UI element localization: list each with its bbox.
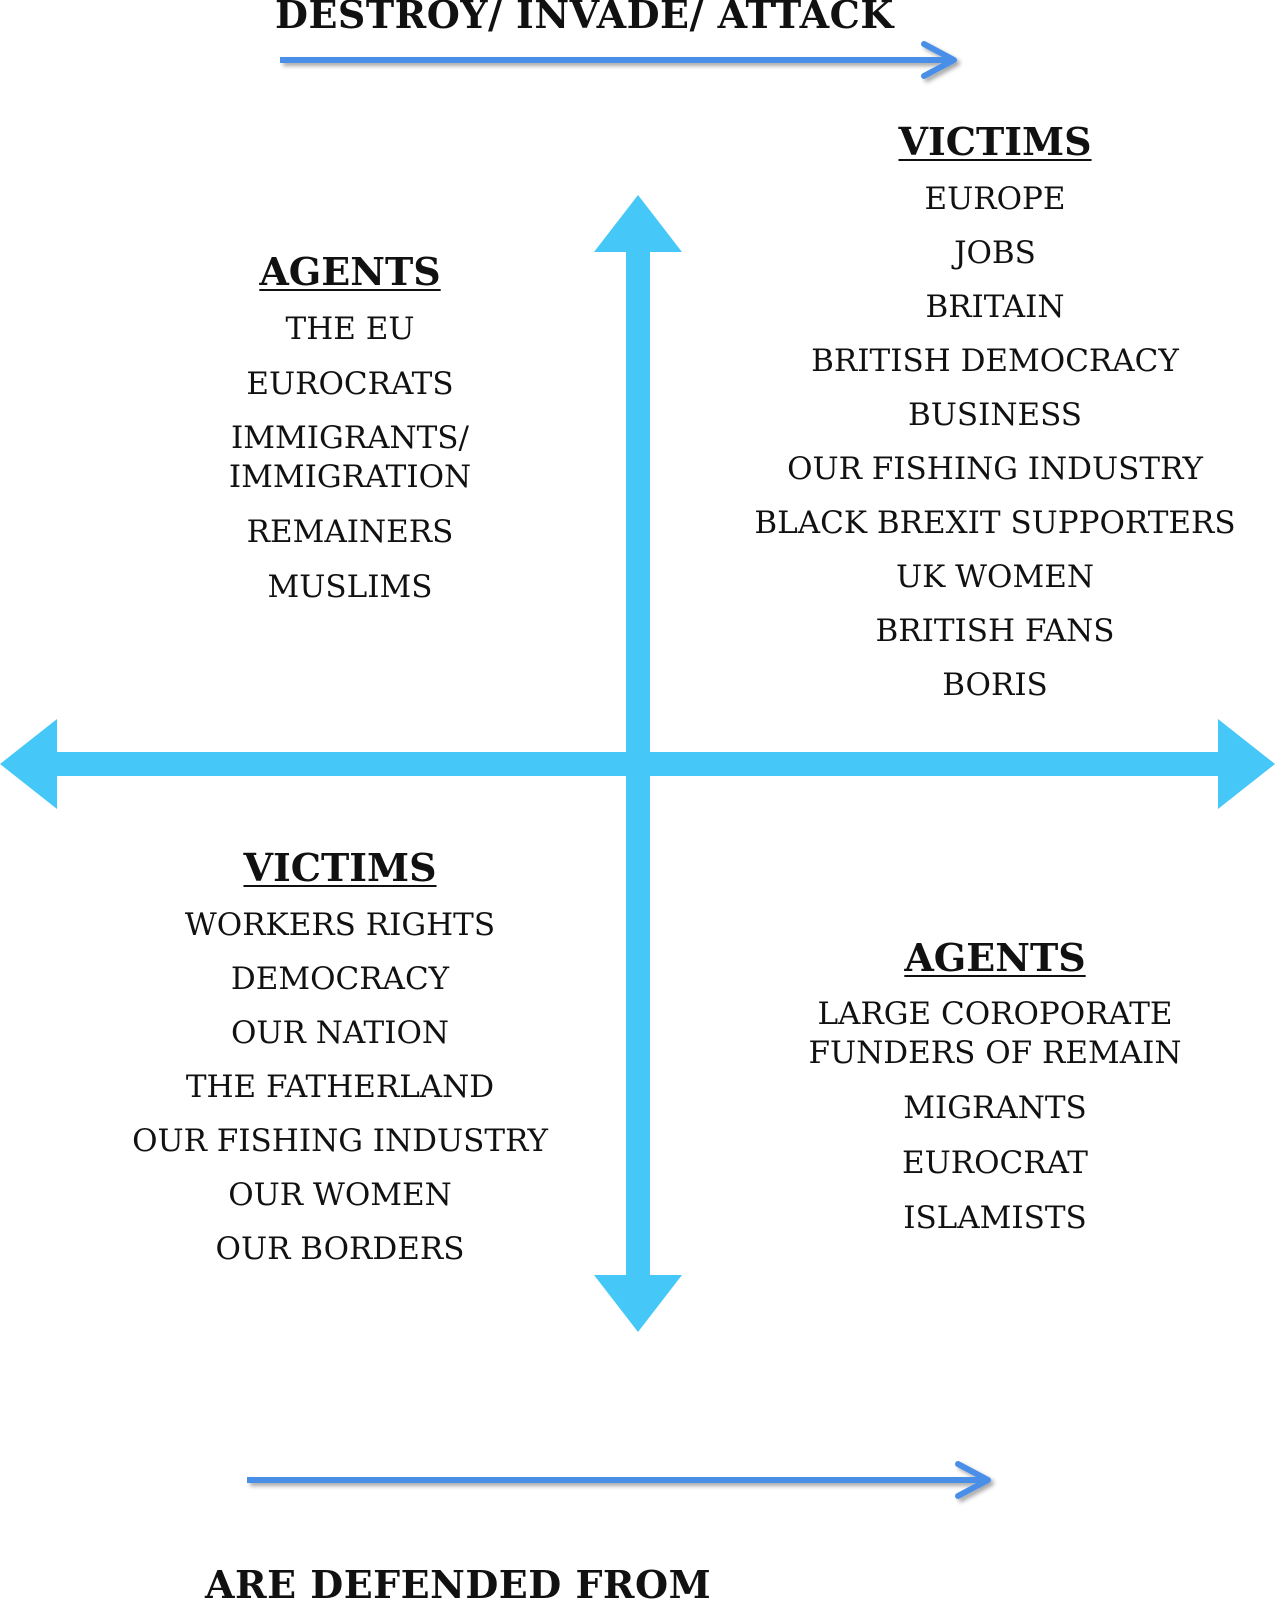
list-item: OUR FISHING INDUSTRY <box>132 1123 548 1159</box>
list-item: OUR WOMEN <box>228 1177 452 1213</box>
top-caption: DESTROY/ INVADE/ ATTACK <box>275 0 894 37</box>
quadrant-top-left: AGENTS THE EU EUROCRATS IMMIGRANTS/ IMMIGR… <box>150 250 550 622</box>
list-item: ISLAMISTS <box>903 1200 1087 1236</box>
quadrant-list: THE EU EUROCRATS IMMIGRANTS/ IMMIGRATION RE… <box>150 309 550 607</box>
horizontal-axis-arrow <box>0 719 1275 809</box>
quadrant-top-right: VICTIMS EUROPE JOBS BRITAIN BRITISH DEMOCRA… <box>715 120 1275 719</box>
list-item: EUROPE <box>924 181 1066 217</box>
bottom-caption: ARE DEFENDED FROM <box>205 1562 712 1607</box>
top-direction-arrow <box>280 41 957 79</box>
list-item: JOBS <box>954 235 1036 271</box>
quadrant-title: AGENTS <box>904 935 1086 980</box>
list-item: EUROCRATS <box>246 366 454 402</box>
bottom-direction-arrow <box>247 1461 991 1499</box>
list-item: BORIS <box>942 667 1048 703</box>
quadrant-list: EUROPE JOBS BRITAIN BRITISH DEMOCRACY BUSINE… <box>715 179 1275 705</box>
list-item: REMAINERS <box>246 514 454 550</box>
list-item: THE FATHERLAND <box>185 1069 495 1105</box>
list-item: OUR NATION <box>230 1015 449 1051</box>
list-item: MIGRANTS <box>903 1090 1087 1126</box>
quadrant-title: AGENTS <box>259 249 441 294</box>
list-item: UK WOMEN <box>896 559 1094 595</box>
quadrant-list: LARGE COROPORATE FUNDERS OF REMAIN MIGRAN… <box>745 995 1245 1238</box>
quadrant-list: WORKERS RIGHTS DEMOCRACY OUR NATION THE FAT… <box>110 905 570 1269</box>
list-item: WORKERS RIGHTS <box>184 907 496 943</box>
list-item: THE EU <box>285 311 415 347</box>
list-item: BRITISH FANS <box>875 613 1115 649</box>
list-item: IMMIGRANTS/ IMMIGRATION <box>228 420 472 495</box>
list-item: DEMOCRACY <box>230 961 450 997</box>
list-item: OUR BORDERS <box>215 1231 465 1267</box>
quadrant-title: VICTIMS <box>898 119 1092 164</box>
list-item: EUROCRAT <box>902 1145 1088 1181</box>
quadrant-bottom-left: VICTIMS WORKERS RIGHTS DEMOCRACY OUR NATIO… <box>110 846 570 1283</box>
list-item: BLACK BREXIT SUPPORTERS <box>754 505 1236 541</box>
list-item: MUSLIMS <box>267 569 433 605</box>
list-item: BUSINESS <box>907 397 1083 433</box>
list-item: BRITISH DEMOCRACY <box>811 343 1179 379</box>
list-item: BRITAIN <box>925 289 1065 325</box>
list-item: OUR FISHING INDUSTRY <box>787 451 1203 487</box>
quadrant-title: VICTIMS <box>243 845 437 890</box>
quadrant-bottom-right: AGENTS LARGE COROPORATE FUNDERS OF REMAI… <box>745 936 1245 1253</box>
list-item: LARGE COROPORATE FUNDERS OF REMAIN <box>808 996 1182 1071</box>
